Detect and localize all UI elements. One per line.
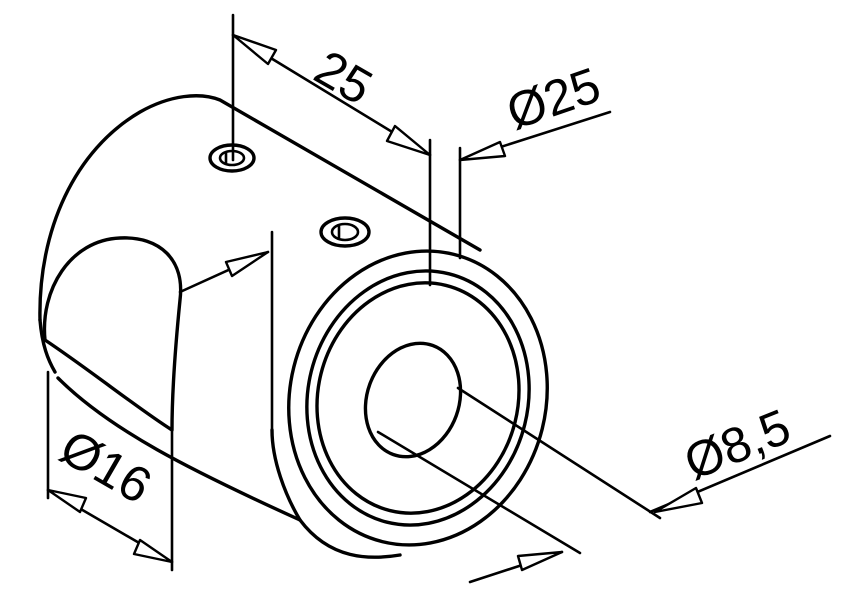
dim-saddle-diameter: Ø16 xyxy=(46,370,174,572)
saddle-leader xyxy=(178,250,270,294)
outer-diameter-label: Ø25 xyxy=(500,57,608,141)
connector-body xyxy=(38,94,482,522)
dim-outer-diameter: Ø25 xyxy=(458,57,612,260)
bore-diameter-label: Ø8,5 xyxy=(677,398,798,491)
length-label: 25 xyxy=(305,39,381,115)
set-screw-2 xyxy=(319,216,371,248)
bore-hole xyxy=(363,341,463,459)
end-face xyxy=(287,249,549,559)
